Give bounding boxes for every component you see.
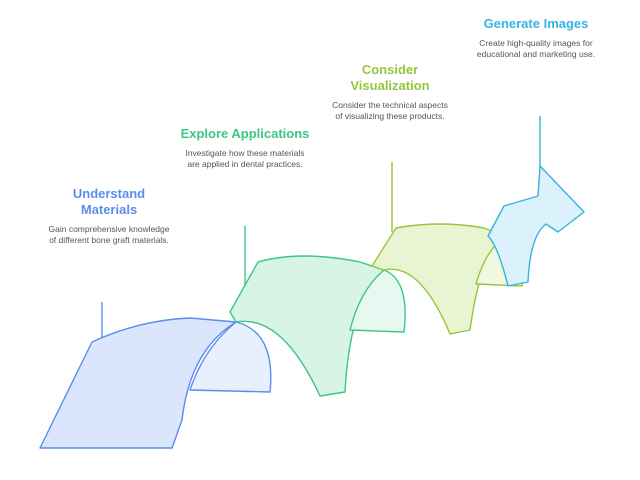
step-explore-applications: Explore Applications Investigate how the… (180, 126, 310, 170)
step-3-title: Consider Visualization (350, 62, 430, 93)
step-1-title: Understand Materials (72, 186, 146, 217)
step-understand-materials: Understand Materials Gain comprehensive … (44, 186, 174, 246)
arrow-step-4 (487, 116, 585, 287)
step-2-title: Explore Applications (180, 126, 310, 141)
step-generate-images: Generate Images Create high-quality imag… (466, 16, 606, 60)
step-1-description: Gain comprehensive knowledge of differen… (48, 224, 170, 245)
step-consider-visualization: Consider Visualization Consider the tech… (330, 62, 450, 122)
step-3-description: Consider the technical aspects of visual… (332, 100, 448, 121)
ribbon-step-1 (39, 302, 272, 449)
step-4-title: Generate Images (483, 16, 589, 31)
step-2-description: Investigate how these materials are appl… (185, 148, 305, 169)
ribbon-step-2 (229, 226, 406, 397)
step-4-description: Create high-quality images for education… (476, 38, 596, 59)
